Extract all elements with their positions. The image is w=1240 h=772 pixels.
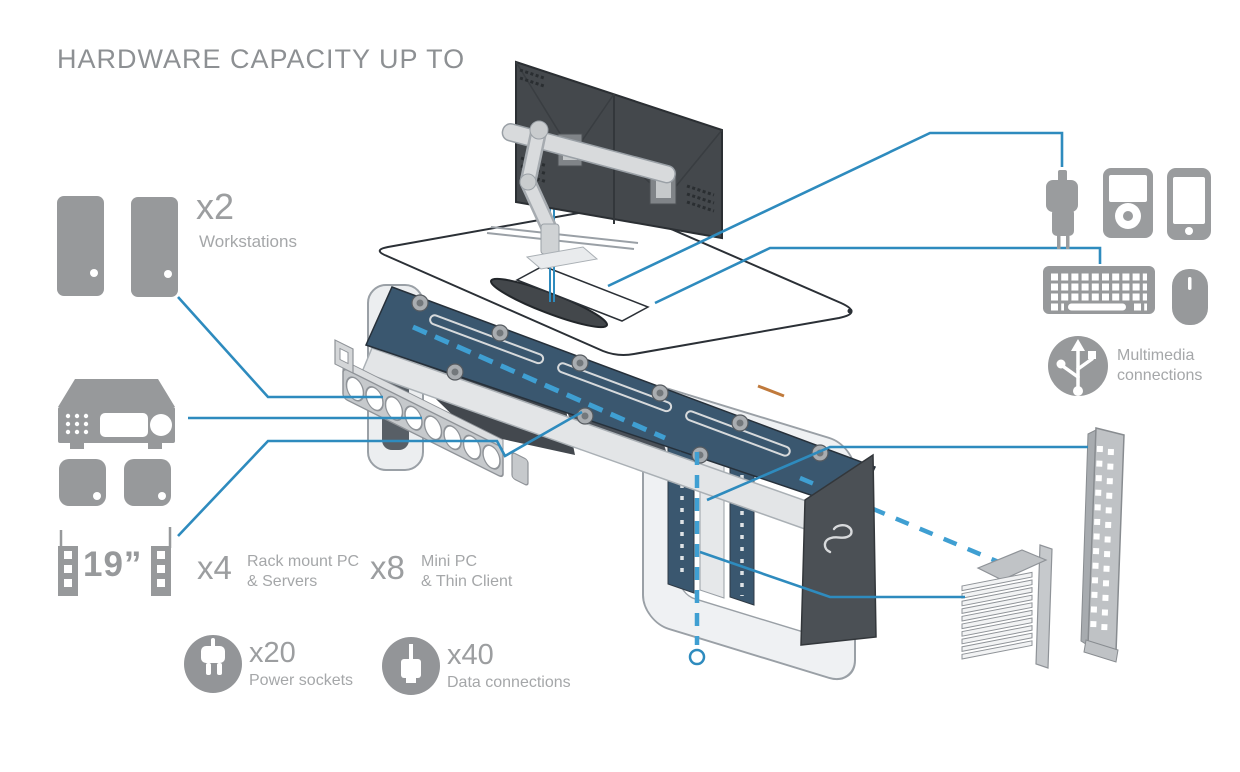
connector-stack-icon bbox=[961, 544, 1053, 669]
av-receiver-icon bbox=[58, 379, 175, 449]
tray-screws bbox=[411, 294, 829, 464]
desk-top-rail bbox=[486, 226, 639, 250]
rack-width-label: 19” bbox=[83, 545, 143, 584]
data-connections-label: Data connections bbox=[447, 674, 571, 691]
smartphone-icon bbox=[1167, 168, 1211, 240]
media-player-icon bbox=[1103, 168, 1153, 238]
line-keyboard bbox=[654, 246, 1102, 305]
mini-pc-label: Mini PC & Thin Client bbox=[421, 553, 513, 590]
line-workstations bbox=[177, 296, 383, 399]
workstations-label: Workstations bbox=[199, 232, 297, 251]
power-sockets-label: Power sockets bbox=[249, 672, 354, 689]
rack-rail-icon bbox=[1080, 427, 1125, 663]
power-socket-icon bbox=[184, 635, 242, 693]
rack-mount-count: x4 bbox=[197, 549, 232, 586]
mini-pc-icon bbox=[59, 459, 171, 506]
power-adapter-icon bbox=[1046, 170, 1078, 249]
monitor-arm bbox=[501, 120, 676, 270]
multimedia-label: Multimedia connections bbox=[1117, 347, 1203, 384]
rack-mount-label: Rack mount PC & Servers bbox=[247, 553, 360, 590]
exploded-indicator bbox=[688, 452, 706, 666]
usb-multimedia-icon bbox=[1048, 336, 1108, 396]
tech-tray bbox=[364, 286, 877, 511]
data-connection-icon bbox=[382, 637, 440, 695]
line-connector-stack bbox=[699, 550, 965, 599]
line-rack-hardware bbox=[177, 410, 583, 537]
mini-pc-count: x8 bbox=[370, 549, 405, 586]
door-logo bbox=[823, 524, 853, 554]
page-title: HARDWARE CAPACITY UP TO bbox=[57, 44, 466, 74]
mouse-icon bbox=[1172, 269, 1208, 325]
line-rack-rail bbox=[706, 445, 1088, 502]
data-connections-count: x40 bbox=[447, 639, 494, 671]
line-power-adapter bbox=[607, 131, 1064, 288]
desk-accent-edge bbox=[757, 384, 785, 398]
workstations-count: x2 bbox=[196, 186, 235, 227]
rack-19inch-icon bbox=[58, 527, 172, 596]
connector-lines bbox=[177, 131, 1102, 599]
workstation-towers-icon bbox=[57, 196, 178, 297]
keyboard-icon bbox=[1043, 266, 1155, 314]
power-sockets-count: x20 bbox=[249, 637, 296, 669]
